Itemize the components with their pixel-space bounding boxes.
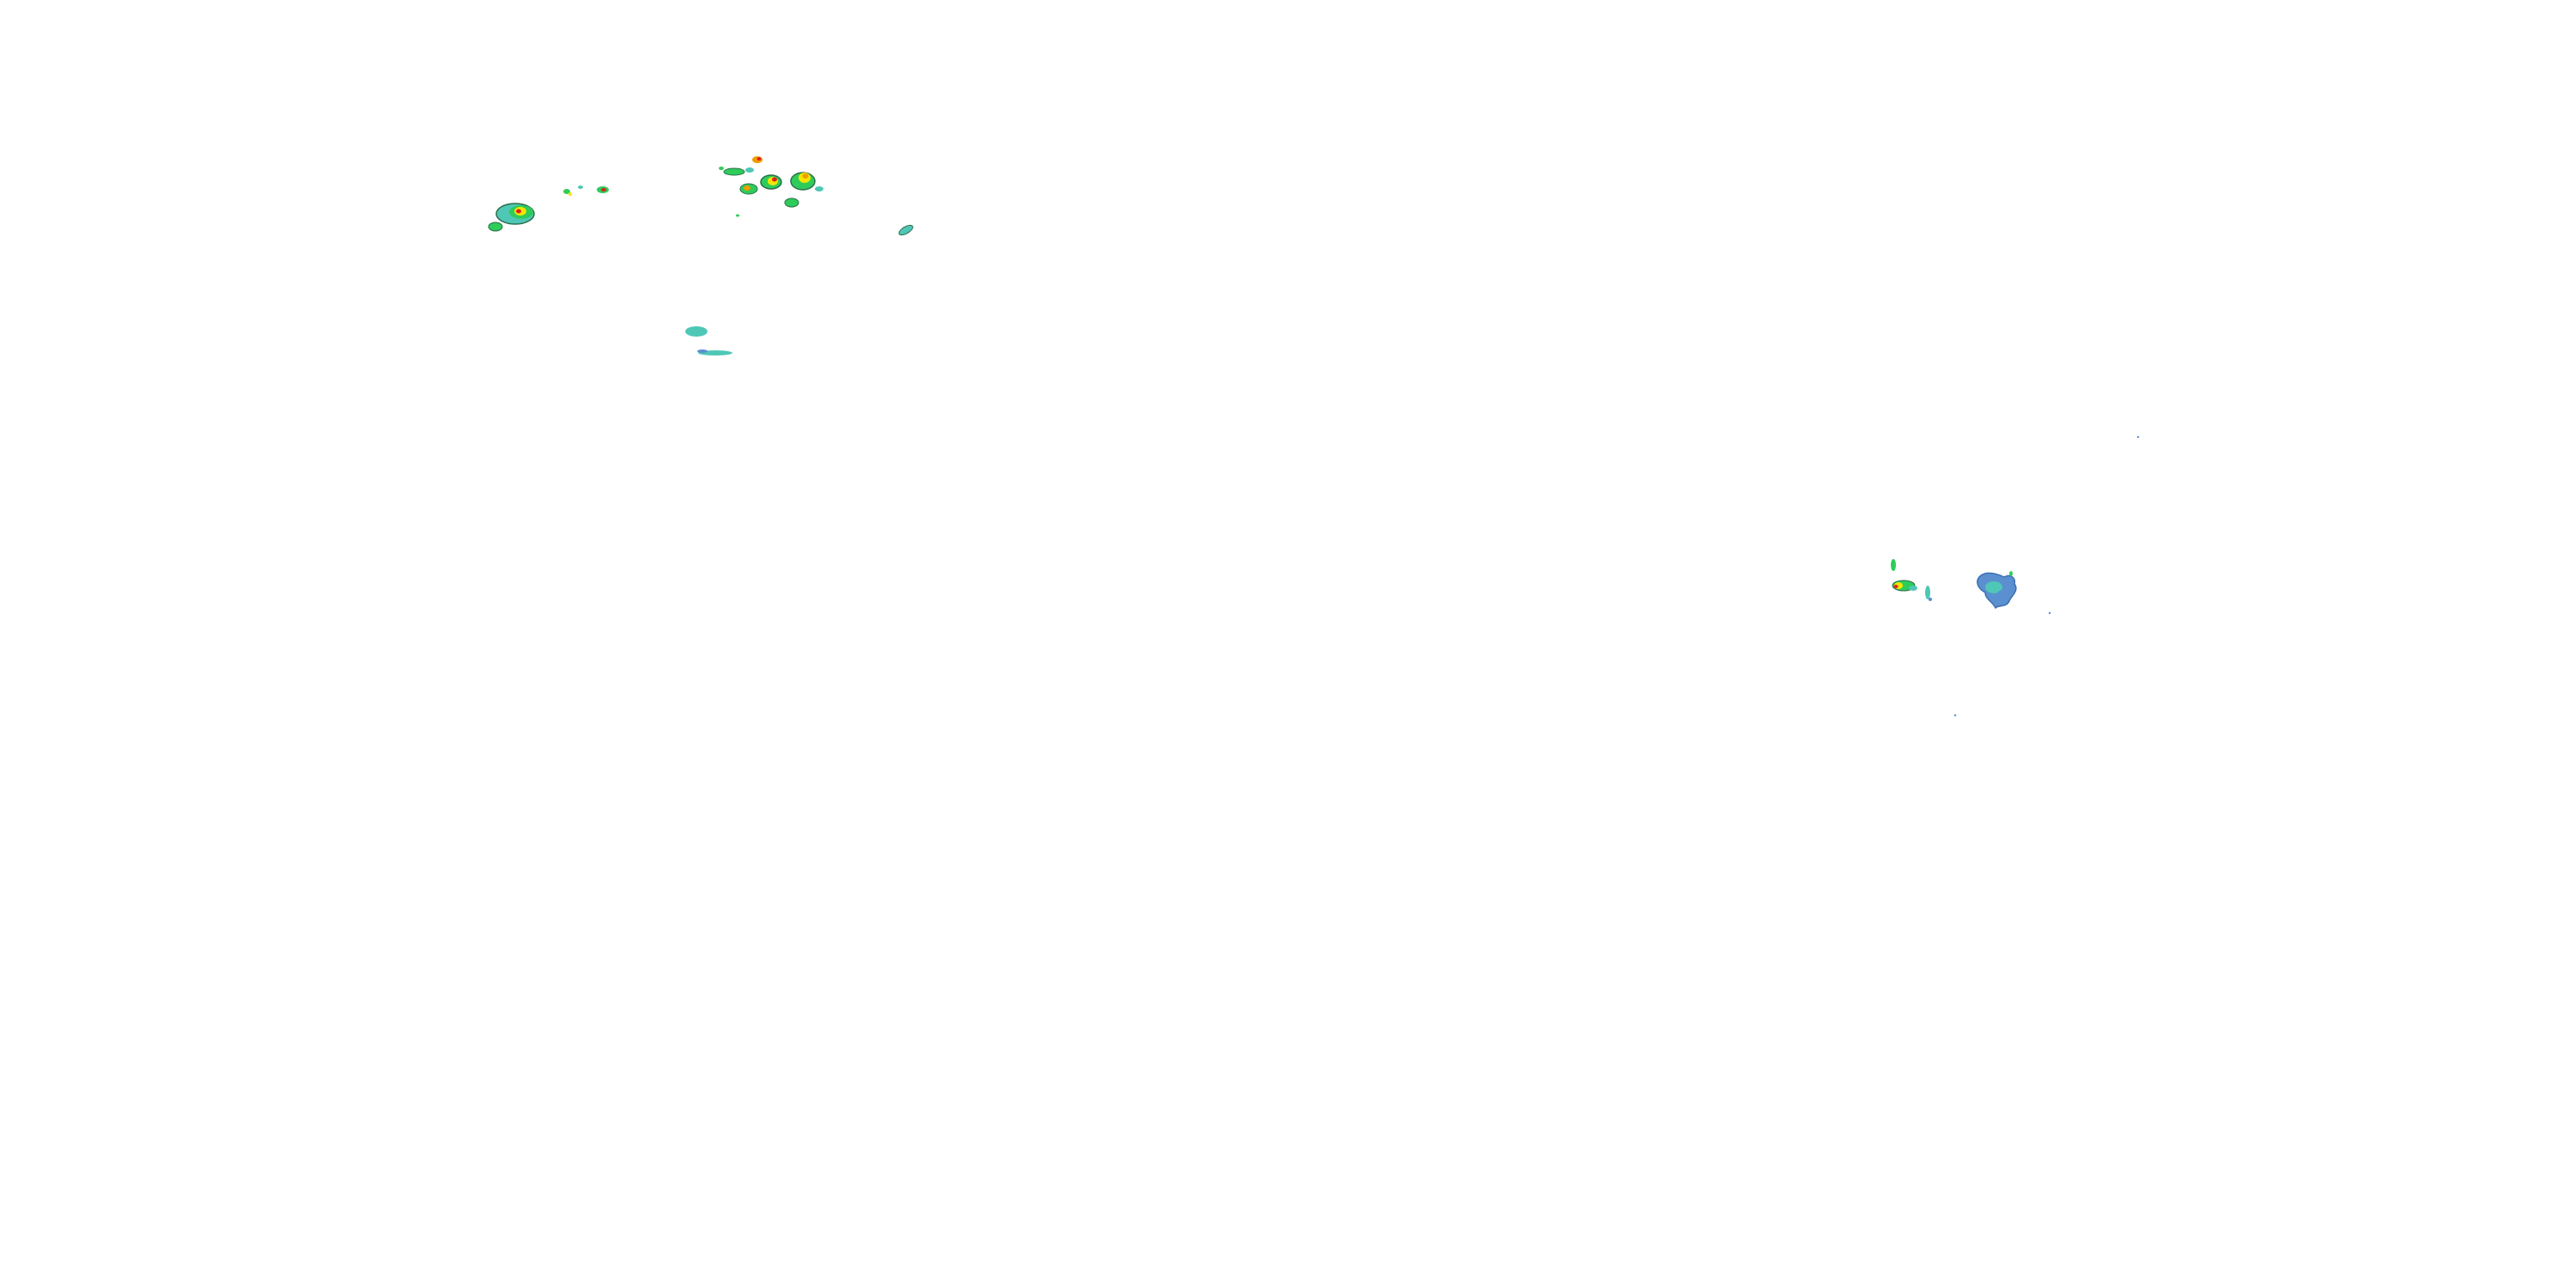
echo-region-east-cell-cluster xyxy=(1891,559,1932,601)
echo-speck xyxy=(1953,714,1957,717)
echo-blob xyxy=(568,192,572,196)
echo-region-scattered-specks xyxy=(1953,435,2140,717)
echo-blob xyxy=(685,326,708,337)
echo-blob xyxy=(1909,586,1917,591)
echo-blob xyxy=(723,167,745,176)
echo-blob xyxy=(1929,598,1932,601)
echo-blob xyxy=(719,167,724,170)
echo-blob xyxy=(745,167,754,173)
echo-blob xyxy=(1925,586,1930,599)
echo-region-east-stratiform-patch xyxy=(1977,571,2017,610)
echo-blob xyxy=(756,157,762,161)
echo-blob xyxy=(488,222,503,232)
echo-blob xyxy=(697,349,708,353)
echo-blob xyxy=(563,189,570,194)
echo-blob xyxy=(1985,581,2002,593)
echo-blob xyxy=(601,188,606,191)
echo-blob xyxy=(772,177,777,182)
echo-region-north-west-cell-group xyxy=(488,185,609,232)
echo-region-north-central-cell-group xyxy=(719,156,914,236)
echo-speck xyxy=(2136,435,2140,439)
echo-blob xyxy=(815,186,823,191)
echo-blob xyxy=(578,185,583,189)
echo-region-central-west-light-bands xyxy=(685,326,732,355)
echo-blob xyxy=(1997,590,2008,598)
echo-speck xyxy=(2048,611,2051,615)
echo-blob xyxy=(516,209,521,214)
echo-blob xyxy=(898,224,914,236)
echo-blob xyxy=(736,214,739,217)
echo-blob xyxy=(744,185,750,191)
echo-blob xyxy=(2009,571,2013,576)
echo-blob xyxy=(1891,559,1896,571)
echo-blob xyxy=(802,173,809,179)
echo-blob xyxy=(784,197,799,208)
echo-blob xyxy=(1893,585,1899,588)
